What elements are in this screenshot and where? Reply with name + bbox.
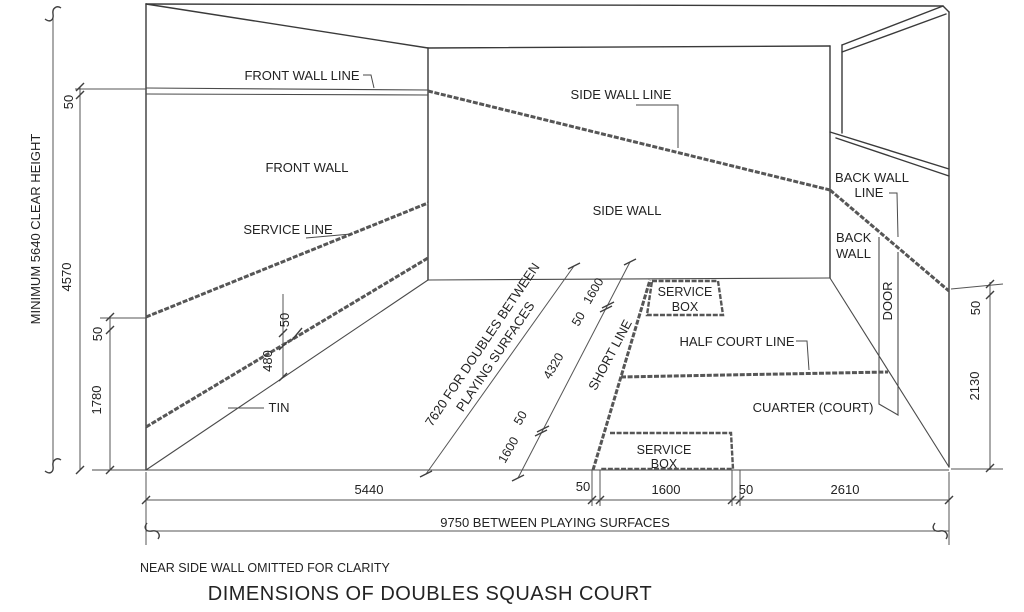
tin-dimensions: 50 480 [260,294,303,382]
clarity-note: NEAR SIDE WALL OMITTED FOR CLARITY [140,561,390,575]
side-wall-floor-junction [427,277,831,281]
front-wall-line-leader [363,74,375,89]
back-wall-line-label-2: LINE [855,185,884,200]
dim-tin-height: 480 [260,350,275,372]
tin-label: TIN [269,400,290,415]
service-line [145,201,429,319]
back-wall-top-edge-inner [841,13,947,53]
front-wall-label: FRONT WALL [265,160,348,175]
side-wall-line [427,89,831,192]
back-wall-glass-top-inner [835,137,950,177]
right-dimensions: 50 2130 [950,279,1004,473]
dim-back-wall-line-height: 2130 [967,372,982,401]
service-box-far-label-2: BOX [672,300,699,314]
ceiling-top-edge [145,3,950,13]
dim-width-total-line1: 7620 FOR DOUBLES BETWEEN [422,260,543,429]
dim-length-servicebox: 1600 [652,482,681,497]
back-wall-glass-top-outer [829,131,950,170]
half-court-line [620,370,889,379]
back-wall-label-1: BACK [836,230,872,245]
back-wall-top-edge-outer [841,5,944,46]
service-line-label: SERVICE LINE [243,222,333,237]
service-box-near-label-2: BOX [651,457,678,471]
dim-front-wall-line-thickness: 50 [61,95,76,109]
back-wall-line [829,188,950,293]
back-wall-floor-junction [829,277,950,468]
side-wall-label: SIDE WALL [593,203,662,218]
dim-service-line-height: 1780 [89,386,104,415]
side-wall-top-edge [427,45,831,49]
left-dimensions: MINIMUM 5640 CLEAR HEIGHT 50 4570 50 178… [28,6,146,475]
service-box-far [645,279,725,317]
service-box-far-label-1: SERVICE [658,285,713,299]
front-wall-line-lower [145,93,429,96]
dim-tin-thickness: 50 [277,313,292,327]
front-wall-top-edge [145,3,429,49]
back-wall-line-label-1: BACK WALL [835,170,909,185]
dim-width-line-near: 50 [511,408,530,427]
short-line [591,279,652,471]
diagram-title: DIMENSIONS OF DOUBLES SQUASH COURT [208,583,652,605]
dim-length-line: 50 [739,482,753,497]
front-wall-line-label: FRONT WALL LINE [244,68,359,83]
dim-width-box-far: 1600 [581,275,607,306]
service-box-near-label-1: SERVICE [637,443,692,457]
dim-front-wall-line-height: 4570 [59,263,74,292]
court-lines [145,87,950,471]
dim-length-total: 9750 BETWEEN PLAYING SURFACES [440,515,670,530]
tin-line [145,256,429,429]
dim-length-back: 2610 [831,482,860,497]
bottom-dimensions: 5440 50 1600 50 2610 9750 BETWEEN PLAYIN… [141,470,954,545]
side-wall-line-leader [636,104,679,148]
wall-outlines [92,3,950,471]
front-wall-floor-junction [145,279,429,471]
front-wall-line-upper [145,87,429,91]
door-outline [878,237,899,416]
service-line-leader [305,233,352,239]
dim-width-line-far: 50 [569,309,588,328]
dim-clear-height: MINIMUM 5640 CLEAR HEIGHT [28,134,43,325]
dim-length-shortline: 50 [576,479,590,494]
dim-service-line-thickness: 50 [90,327,105,341]
dim-width-middle: 4320 [541,350,567,381]
half-court-line-label: HALF COURT LINE [679,334,794,349]
dim-width-box-near: 1600 [496,434,522,465]
door-label: DOOR [880,282,895,321]
service-box-near [601,431,735,471]
half-court-line-leader [796,340,810,371]
side-wall-line-label: SIDE WALL LINE [571,87,672,102]
quarter-court-label: CUARTER (COURT) [753,400,874,415]
dim-length-front: 5440 [355,482,384,497]
back-wall-label-2: WALL [836,246,871,261]
back-wall-line-leader [889,192,899,238]
dim-back-wall-line-thickness: 50 [968,301,983,315]
